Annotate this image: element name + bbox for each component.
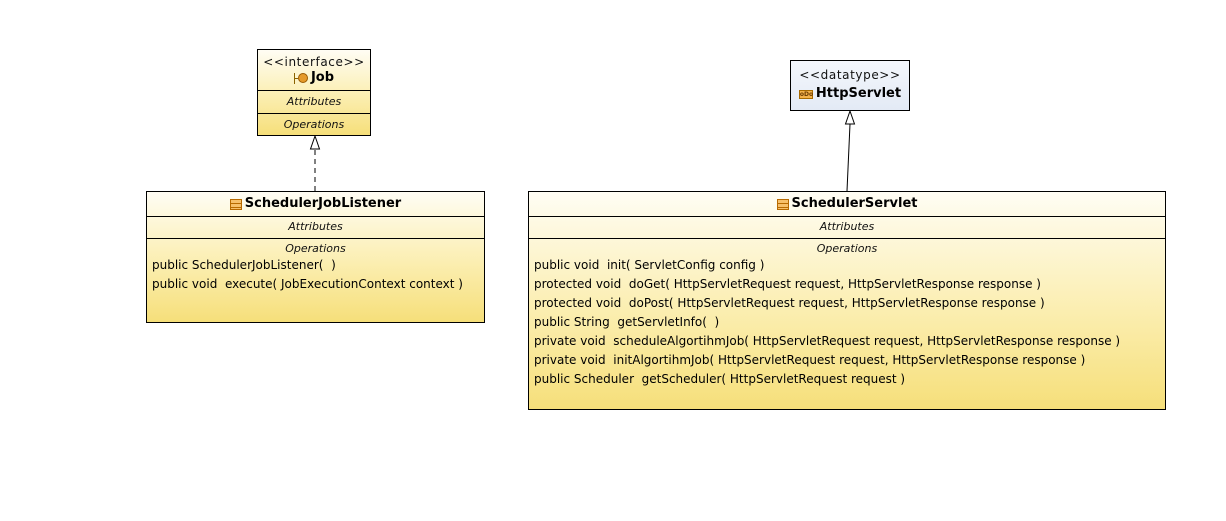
operation-item: private void scheduleAlgortihmJob( HttpS… bbox=[534, 334, 1121, 348]
httpservlet-name: HttpServlet bbox=[815, 86, 902, 101]
job-attributes-caption: Attributes bbox=[286, 95, 342, 108]
servlet-attributes-caption: Attributes bbox=[819, 220, 875, 233]
interface-icon bbox=[293, 72, 308, 84]
operation-item: private void initAlgortihmJob( HttpServl… bbox=[534, 353, 1086, 367]
job-interface-box[interactable]: <<interface>> Job Attributes Operations bbox=[257, 49, 371, 136]
class-icon bbox=[229, 198, 242, 210]
job-name: Job bbox=[310, 70, 335, 85]
scheduler-servlet-box[interactable]: SchedulerServlet Attributes Operations p… bbox=[528, 191, 1166, 410]
class-icon bbox=[776, 198, 789, 210]
operation-item: protected void doPost( HttpServletReques… bbox=[534, 296, 1045, 310]
httpservlet-stereotype: <<datatype>> bbox=[799, 68, 901, 82]
realization-arrowhead bbox=[309, 134, 321, 150]
job-operations-caption: Operations bbox=[283, 118, 345, 131]
servlet-name: SchedulerServlet bbox=[791, 196, 918, 211]
httpservlet-datatype-box[interactable]: <<datatype>> oDo HttpServlet bbox=[790, 60, 910, 111]
operation-item: protected void doGet( HttpServletRequest… bbox=[534, 277, 1041, 291]
generalization-arrowhead bbox=[844, 109, 856, 125]
operation-item: public void init( ServletConfig config ) bbox=[534, 258, 765, 272]
operation-item: public void execute( JobExecutionContext… bbox=[152, 277, 463, 291]
operation-item: public SchedulerJobListener( ) bbox=[152, 258, 336, 272]
listener-attributes-caption: Attributes bbox=[288, 220, 343, 233]
operation-item: public String getServletInfo( ) bbox=[534, 315, 720, 329]
listener-operations-caption: Operations bbox=[285, 242, 346, 255]
listener-name: SchedulerJobListener bbox=[244, 196, 402, 211]
scheduler-job-listener-box[interactable]: SchedulerJobListener Attributes Operatio… bbox=[146, 191, 485, 323]
job-stereotype: <<interface>> bbox=[263, 55, 365, 69]
generalization-line bbox=[846, 123, 851, 192]
servlet-operations-caption: Operations bbox=[816, 242, 878, 255]
operation-item: public Scheduler getScheduler( HttpServl… bbox=[534, 372, 906, 386]
datatype-icon: oDo bbox=[798, 89, 814, 99]
